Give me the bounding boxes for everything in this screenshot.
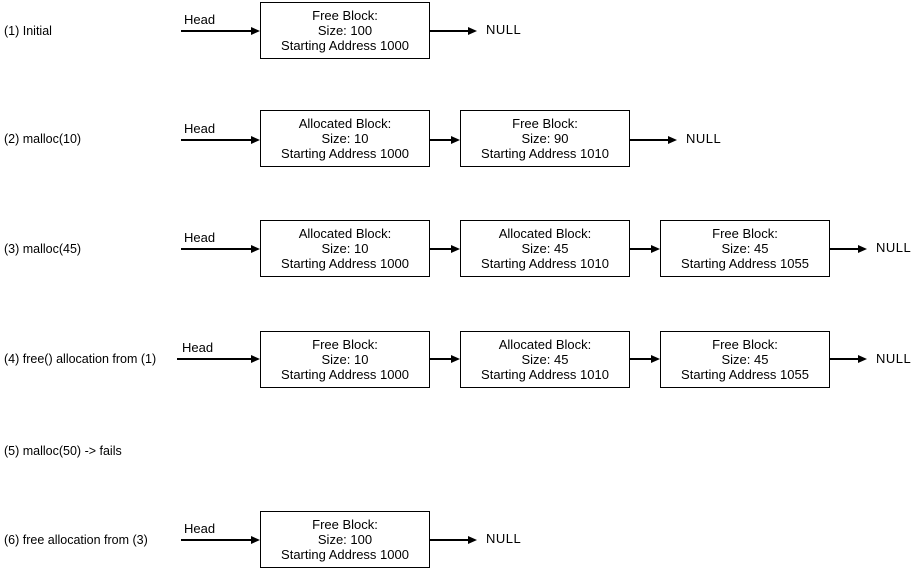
arrowhead-icon	[451, 244, 460, 253]
head-arrow	[181, 244, 260, 253]
memory-block: Free Block: Size: 45 Starting Address 10…	[660, 220, 830, 277]
link-arrow	[430, 135, 460, 144]
null-label: NULL	[486, 22, 522, 37]
block-address: Starting Address 1010	[481, 256, 609, 271]
head-arrow	[181, 135, 260, 144]
link-arrow	[430, 244, 460, 253]
block-size: Size: 90	[521, 131, 569, 146]
head-arrow	[181, 26, 260, 35]
head-label: Head	[184, 230, 216, 245]
arrowhead-icon	[451, 135, 460, 144]
block-address: Starting Address 1000	[281, 367, 409, 382]
block-title: Free Block:	[712, 337, 778, 352]
head-label: Head	[184, 521, 216, 536]
link-arrow	[630, 354, 660, 363]
block-address: Starting Address 1010	[481, 367, 609, 382]
arrowhead-icon	[251, 354, 260, 363]
block-address: Starting Address 1055	[681, 256, 809, 271]
block-size: Size: 45	[521, 352, 569, 367]
null-arrow	[430, 535, 477, 544]
block-title: Free Block:	[312, 8, 378, 23]
arrowhead-icon	[468, 535, 477, 544]
block-size: Size: 45	[721, 352, 769, 367]
memory-block: Free Block: Size: 100 Starting Address 1…	[260, 2, 430, 59]
block-size: Size: 100	[317, 23, 373, 38]
arrowhead-icon	[468, 26, 477, 35]
head-label: Head	[182, 340, 214, 355]
block-size: Size: 10	[321, 241, 369, 256]
block-address: Starting Address 1000	[281, 146, 409, 161]
null-arrow	[830, 354, 867, 363]
arrowhead-icon	[858, 244, 867, 253]
block-size: Size: 45	[721, 241, 769, 256]
link-arrow	[430, 354, 460, 363]
memory-block: Free Block: Size: 45 Starting Address 10…	[660, 331, 830, 388]
step-label-4: (4) free() allocation from (1)	[4, 352, 157, 366]
block-size: Size: 10	[321, 131, 369, 146]
block-address: Starting Address 1055	[681, 367, 809, 382]
head-arrow	[177, 354, 260, 363]
arrowhead-icon	[858, 354, 867, 363]
block-title: Allocated Block:	[498, 226, 592, 241]
memory-block: Allocated Block: Size: 45 Starting Addre…	[460, 220, 630, 277]
step-label-6: (6) free allocation from (3)	[4, 533, 148, 547]
arrowhead-icon	[651, 354, 660, 363]
block-size: Size: 100	[317, 532, 373, 547]
step-label-1: (1) Initial	[4, 24, 52, 38]
arrowhead-icon	[251, 535, 260, 544]
null-label: NULL	[876, 351, 912, 366]
null-arrow	[630, 135, 677, 144]
null-arrow	[430, 26, 477, 35]
arrowhead-icon	[251, 244, 260, 253]
null-label: NULL	[686, 131, 722, 146]
head-label: Head	[184, 121, 216, 136]
block-title: Free Block:	[312, 517, 378, 532]
step-label-2: (2) malloc(10)	[4, 132, 82, 146]
step-label-3: (3) malloc(45)	[4, 242, 82, 256]
arrowhead-icon	[668, 135, 677, 144]
block-title: Allocated Block:	[298, 226, 392, 241]
null-label: NULL	[876, 240, 912, 255]
null-arrow	[830, 244, 867, 253]
memory-block: Free Block: Size: 100 Starting Address 1…	[260, 511, 430, 568]
head-arrow	[181, 535, 260, 544]
arrowhead-icon	[251, 26, 260, 35]
block-size: Size: 45	[521, 241, 569, 256]
head-label: Head	[184, 12, 216, 27]
arrowhead-icon	[451, 354, 460, 363]
block-title: Allocated Block:	[298, 116, 392, 131]
memory-block: Allocated Block: Size: 45 Starting Addre…	[460, 331, 630, 388]
block-address: Starting Address 1000	[281, 38, 409, 53]
block-address: Starting Address 1010	[481, 146, 609, 161]
link-arrow	[630, 244, 660, 253]
memory-block: Free Block: Size: 10 Starting Address 10…	[260, 331, 430, 388]
block-address: Starting Address 1000	[281, 547, 409, 562]
arrowhead-icon	[651, 244, 660, 253]
arrowhead-icon	[251, 135, 260, 144]
step-label-5: (5) malloc(50) -> fails	[4, 444, 122, 458]
memory-block: Free Block: Size: 90 Starting Address 10…	[460, 110, 630, 167]
null-label: NULL	[486, 531, 522, 546]
block-size: Size: 10	[321, 352, 369, 367]
memory-block: Allocated Block: Size: 10 Starting Addre…	[260, 220, 430, 277]
block-address: Starting Address 1000	[281, 256, 409, 271]
memory-block: Allocated Block: Size: 10 Starting Addre…	[260, 110, 430, 167]
block-title: Free Block:	[712, 226, 778, 241]
block-title: Free Block:	[512, 116, 578, 131]
block-title: Allocated Block:	[498, 337, 592, 352]
block-title: Free Block:	[312, 337, 378, 352]
